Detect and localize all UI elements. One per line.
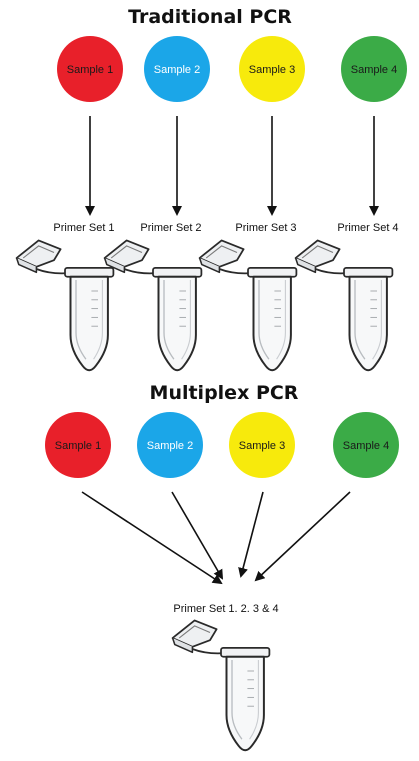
- multiplex-sample-4: Sample 4: [333, 412, 399, 478]
- multiplex-sample-1: Sample 1: [45, 412, 111, 478]
- sample-circle: [229, 412, 295, 478]
- sample-label: Sample 2: [154, 64, 200, 76]
- sample-label: Sample 4: [351, 64, 397, 76]
- sample-circle: [137, 412, 203, 478]
- traditional-sample-2: Sample 2: [144, 36, 210, 102]
- sample-label: Sample 3: [249, 64, 295, 76]
- arrow-icon: [254, 491, 351, 582]
- sample-circle: [333, 412, 399, 478]
- microcentrifuge-tube-icon: [171, 619, 271, 752]
- microcentrifuge-tube-icon: [198, 239, 298, 372]
- microcentrifuge-tube-icon: [15, 239, 115, 372]
- sample-label: Sample 1: [55, 440, 101, 452]
- sample-circle: [57, 36, 123, 102]
- sample-label: Sample 2: [147, 440, 193, 452]
- sample-circle: [341, 36, 407, 102]
- traditional-sample-4: Sample 4: [341, 36, 407, 102]
- sample-circle: [144, 36, 210, 102]
- multiplex-sample-2: Sample 2: [137, 412, 203, 478]
- multiplex-sample-3: Sample 3: [229, 412, 295, 478]
- arrow-icon: [238, 491, 264, 578]
- sample-label: Sample 3: [239, 440, 285, 452]
- traditional-pcr-title: Traditional PCR: [128, 6, 292, 28]
- primer-set-label-4: Primer Set 4: [337, 222, 398, 234]
- sample-circle: [239, 36, 305, 102]
- primer-set-label-2: Primer Set 2: [140, 222, 201, 234]
- traditional-sample-1: Sample 1: [57, 36, 123, 102]
- traditional-sample-3: Sample 3: [239, 36, 305, 102]
- sample-label: Sample 4: [343, 440, 389, 452]
- arrow-icon: [81, 491, 223, 585]
- sample-label: Sample 1: [67, 64, 113, 76]
- primer-set-label-1: Primer Set 1: [53, 222, 114, 234]
- microcentrifuge-tube-icon: [294, 239, 394, 372]
- primer-set-label-3: Primer Set 3: [235, 222, 296, 234]
- microcentrifuge-tube-icon: [103, 239, 203, 372]
- multiplex-pcr-title: Multiplex PCR: [150, 382, 299, 404]
- sample-circle: [45, 412, 111, 478]
- multiplex-primer-set-label: Primer Set 1. 2. 3 & 4: [173, 603, 278, 615]
- arrow-icon: [171, 491, 224, 580]
